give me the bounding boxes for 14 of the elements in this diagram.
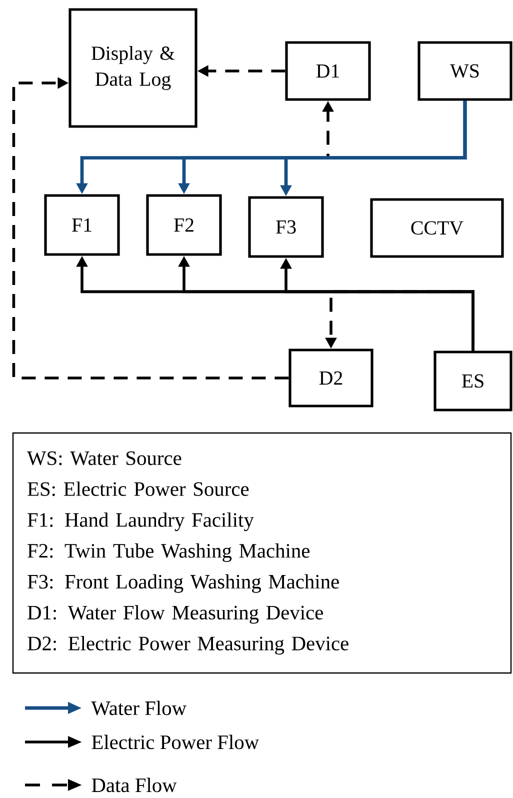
key-box: WS: Water Source ES: Electric Power Source F1: Hand Laundry Facility F2: Twin Tube Washing Machine F3: Front Loading Washing Machine D1: Water Flow Measuring Device D2: Electric Power Measuring Device xyxy=(12,432,512,674)
process-box: Display & Data Log xyxy=(68,8,198,128)
process-box: ES xyxy=(434,350,512,412)
process-box: F3 xyxy=(248,196,324,258)
process-box: D2 xyxy=(288,348,374,408)
process-box: F2 xyxy=(146,194,222,256)
process-box: F1 xyxy=(44,194,120,256)
legend-label: Electric Power Flow xyxy=(92,734,259,750)
process-box: CCTV xyxy=(370,198,504,258)
process-box: D1 xyxy=(285,41,371,101)
legend-label: Water Flow xyxy=(91,700,186,716)
legend-label: Data Flow xyxy=(92,778,177,792)
arrow xyxy=(12,77,289,380)
process-box: WS xyxy=(418,41,512,101)
